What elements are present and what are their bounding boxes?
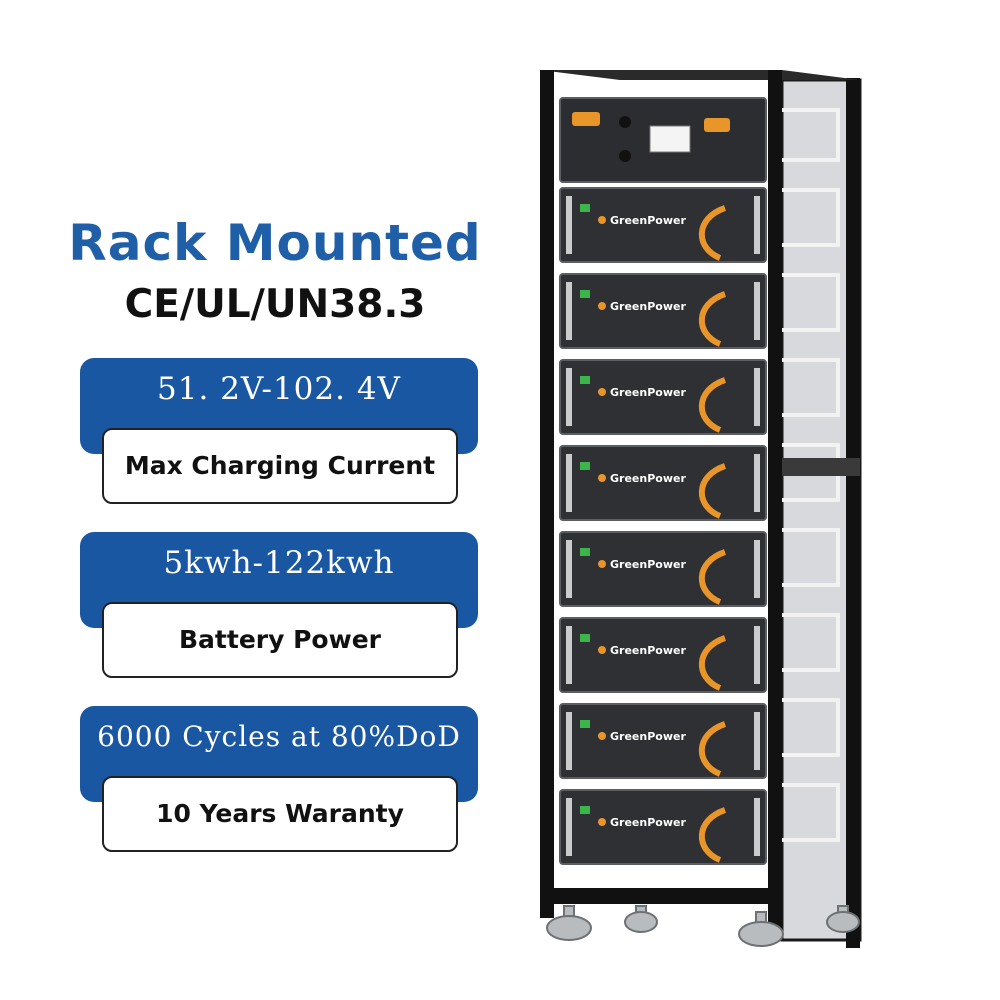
capacity-value: 5kwh-122kwh bbox=[163, 545, 395, 581]
page-title: Rack Mounted bbox=[68, 214, 482, 272]
battery-module-2: GreenPower bbox=[559, 273, 767, 349]
brand-logo-text: GreenPower bbox=[610, 386, 686, 399]
battery-rack-image: GreenPower GreenPower GreenPower GreenPo… bbox=[540, 70, 862, 948]
battery-power-label: Battery Power bbox=[102, 602, 458, 678]
rack-base-frame bbox=[540, 888, 782, 904]
cycles-value: 6000 Cycles at 80%DoD bbox=[97, 720, 461, 753]
rack-side-rail bbox=[782, 458, 860, 476]
battery-module-4: GreenPower bbox=[559, 445, 767, 521]
battery-module-1: GreenPower bbox=[559, 187, 767, 263]
brand-logo-text: GreenPower bbox=[610, 644, 686, 657]
breaker-switch bbox=[649, 125, 691, 153]
rack-rear-post bbox=[846, 78, 860, 948]
rack-front-post-left bbox=[540, 70, 554, 918]
brand-logo-text: GreenPower bbox=[610, 300, 686, 313]
rack-top-frame bbox=[540, 70, 860, 80]
certifications-text: CE/UL/UN38.3 bbox=[124, 282, 426, 327]
terminal-icon bbox=[619, 116, 631, 128]
connector-plug-icon bbox=[572, 112, 600, 126]
brand-logo-text: GreenPower bbox=[610, 816, 686, 829]
battery-module-5: GreenPower bbox=[559, 531, 767, 607]
terminal-icon bbox=[619, 150, 631, 162]
brand-logo-text: GreenPower bbox=[610, 730, 686, 743]
battery-module-6: GreenPower bbox=[559, 617, 767, 693]
connector-plug-icon bbox=[704, 118, 730, 132]
rack-feet bbox=[546, 905, 860, 947]
rack-shelf-brackets bbox=[782, 108, 840, 842]
warranty-label: 10 Years Waranty bbox=[102, 776, 458, 852]
brand-logo-text: GreenPower bbox=[610, 472, 686, 485]
voltage-value: 51. 2V-102. 4V bbox=[157, 371, 401, 407]
brand-logo-text: GreenPower bbox=[610, 558, 686, 571]
rack-front-post-right bbox=[768, 70, 782, 940]
battery-module-8: GreenPower bbox=[559, 789, 767, 865]
battery-module-3: GreenPower bbox=[559, 359, 767, 435]
charging-current-label: Max Charging Current bbox=[102, 428, 458, 504]
battery-module-7: GreenPower bbox=[559, 703, 767, 779]
brand-logo-text: GreenPower bbox=[610, 214, 686, 227]
